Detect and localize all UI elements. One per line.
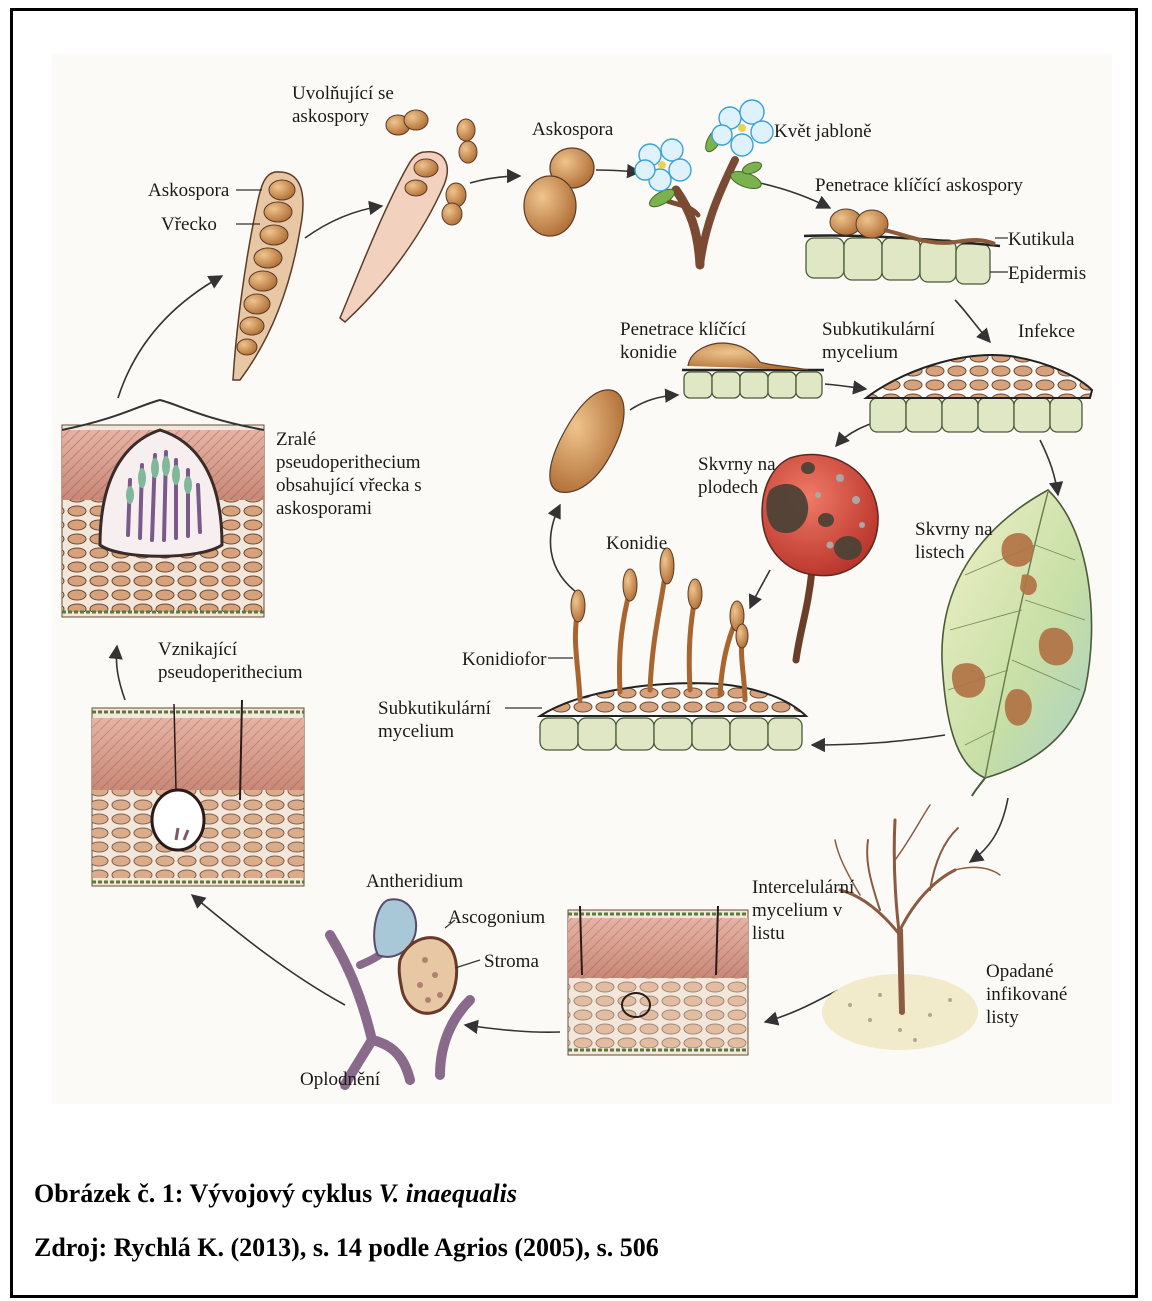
arrow-epidermis-to-infection xyxy=(955,300,990,342)
arrow-ascus-to-release xyxy=(305,206,382,238)
arrow-release-to-ascospore xyxy=(470,176,520,183)
arrow-conidia-penetration-to-infection xyxy=(825,384,866,389)
label-ascospore-top: Askospora xyxy=(532,118,613,141)
arrow-conidium-to-penetration xyxy=(630,395,678,410)
arrow-emerging-to-mature xyxy=(116,646,125,700)
label-mature-pseudoperithecium: Zralé pseudoperithecium obsahující vřeck… xyxy=(276,428,422,520)
label-stroma: Stroma xyxy=(484,950,539,973)
arrow-intercellular-to-fertilization xyxy=(465,1025,560,1032)
label-conidia-penetration: Penetrace klíčící konidie xyxy=(620,318,746,364)
ascospore-penetration-illustration xyxy=(804,209,1008,284)
intercellular-mycelium-illustration xyxy=(568,906,748,1055)
arrow-ascospore-to-flower xyxy=(596,170,640,172)
label-fallen-infected-leaves: Opadané infikované listy xyxy=(986,960,1067,1029)
label-conidia: Konidie xyxy=(606,532,667,555)
label-fertilization: Oplodnění xyxy=(300,1068,380,1091)
label-cuticle: Kutikula xyxy=(1008,228,1075,251)
ascus-illustration xyxy=(233,172,303,380)
caption-species-name: V. inaequalis xyxy=(379,1179,517,1208)
label-apple-flower: Květ jabloně xyxy=(774,120,872,143)
label-ascus: Vřecko xyxy=(161,213,217,236)
ascospore-illustration xyxy=(524,148,594,236)
arrow-leaf-to-conidia xyxy=(812,735,945,745)
label-subcuticular-mycelium-top: Subkutikulární mycelium xyxy=(822,318,935,364)
figure-caption-source: Zdroj: Rychlá K. (2013), s. 14 podle Agr… xyxy=(34,1233,659,1263)
infection-illustration xyxy=(866,355,1092,432)
label-leaf-spots: Skvrny na listech xyxy=(915,518,993,564)
label-intercellular-mycelium: Intercelulární mycelium v listu xyxy=(752,876,854,945)
apple-flower-illustration xyxy=(635,100,773,265)
label-subcuticular-mycelium-bottom: Subkutikulární mycelium xyxy=(378,697,491,743)
arrow-fruit-to-conidia xyxy=(750,570,770,608)
arrow-conidiophore-to-conidium xyxy=(550,505,580,595)
mature-pseudoperithecium-illustration xyxy=(62,400,264,617)
label-ascospore-left: Askospora xyxy=(148,179,229,202)
label-releasing-ascospores: Uvolňující se askospory xyxy=(292,82,394,128)
label-epidermis: Epidermis xyxy=(1008,262,1086,285)
label-antheridium: Antheridium xyxy=(366,870,463,893)
caption-title-prefix: Obrázek č. 1: Vývojový cyklus xyxy=(34,1179,379,1208)
emerging-pseudoperithecium-illustration xyxy=(92,700,304,886)
releasing-ascospores-illustration xyxy=(340,110,477,322)
arrow-leaf-to-tree xyxy=(970,798,1008,862)
arrow-fertilization-to-emerging xyxy=(192,895,345,1005)
conidium-illustration xyxy=(550,390,624,492)
label-ascospore-penetration: Penetrace klíčící askospory xyxy=(815,174,1023,197)
infected-fruit-illustration xyxy=(762,455,878,660)
label-conidiophore: Konidiofor xyxy=(462,648,546,671)
label-ascogonium: Ascogonium xyxy=(448,906,545,929)
arrow-mature-to-ascus xyxy=(118,276,222,398)
arrow-infection-to-leaf xyxy=(1040,440,1058,495)
label-emerging-pseudoperithecium: Vznikající pseudoperithecium xyxy=(158,638,303,684)
label-infection: Infekce xyxy=(1018,320,1075,343)
label-fruit-spots: Skvrny na plodech xyxy=(698,453,776,499)
figure-caption-title: Obrázek č. 1: Vývojový cyklus V. inaequa… xyxy=(34,1179,517,1209)
conidiophores-illustration xyxy=(505,548,806,750)
